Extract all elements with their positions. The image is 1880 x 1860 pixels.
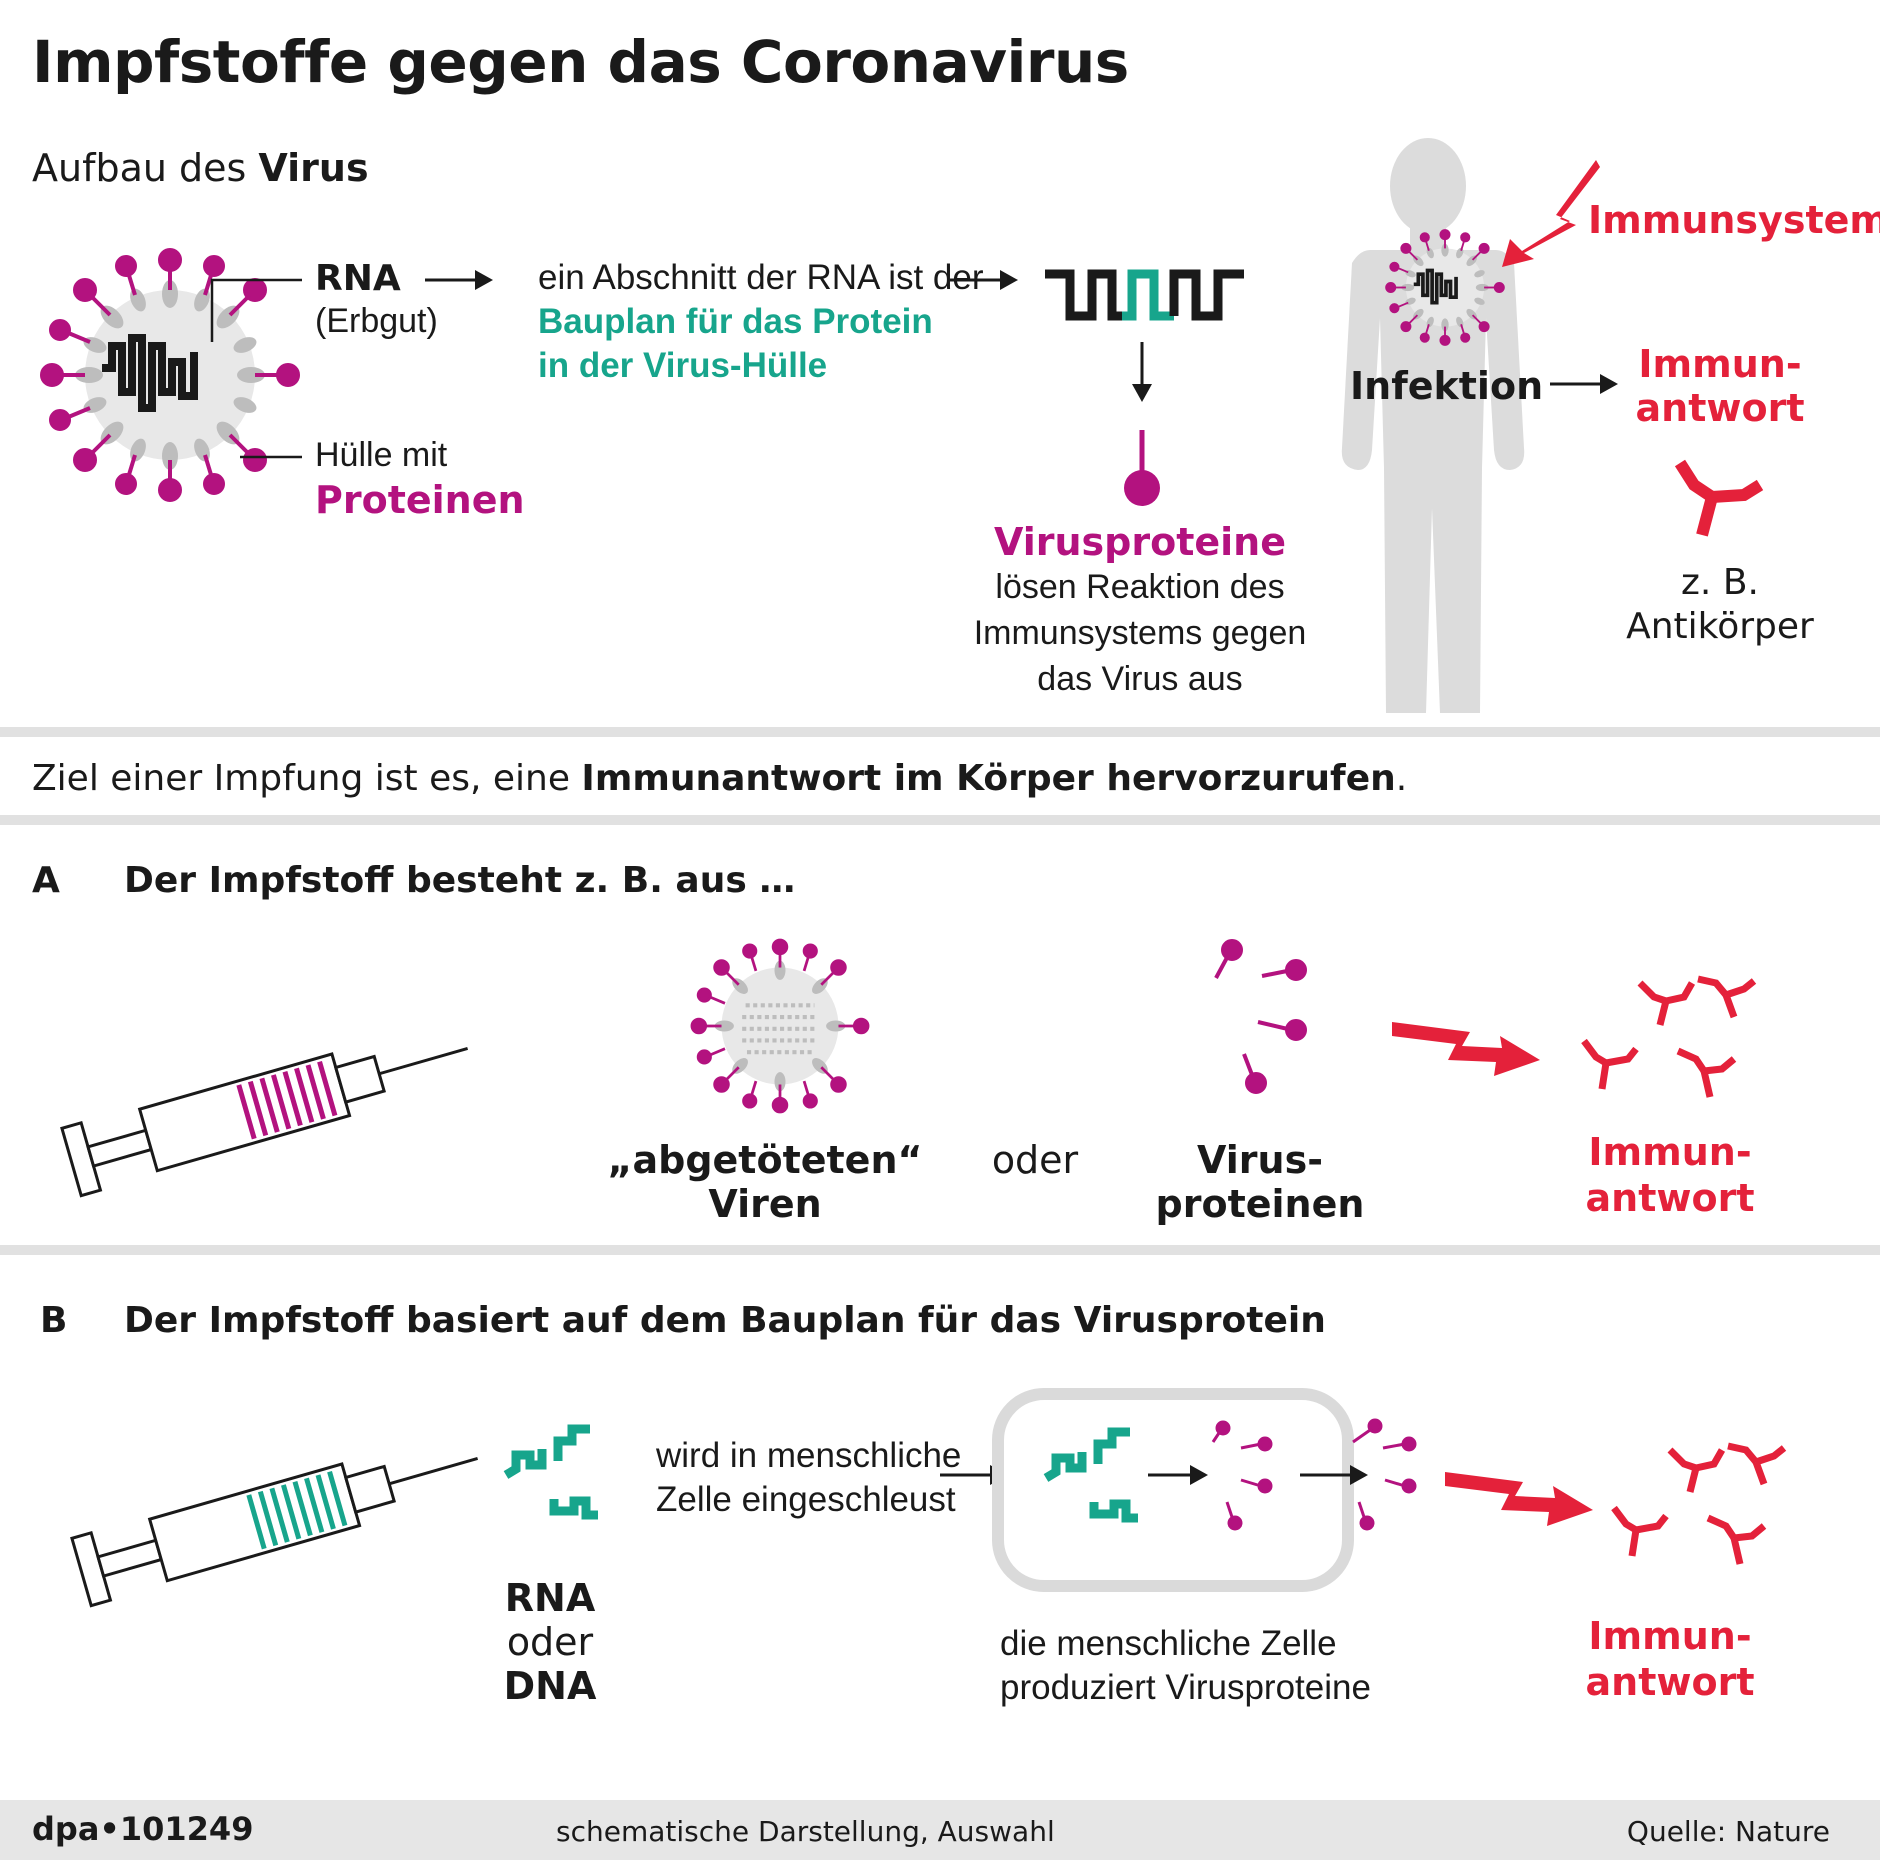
section-b-letter: B — [40, 1300, 68, 1341]
immune-reaction-arrow-icon — [1445, 1472, 1593, 1526]
reaktion-text-3: das Virus aus — [1037, 660, 1243, 698]
reaktion-text-1: lösen Reaktion des — [995, 568, 1285, 606]
goal-bold: Immunantwort im Körper hervorzurufen — [581, 758, 1396, 799]
produziert-text-1: die menschliche Zelle — [1000, 1624, 1337, 1663]
footer: dpa•101249 schematische Darstellung, Aus… — [0, 1800, 1880, 1860]
antibodies-icon — [1611, 1442, 1787, 1565]
immunantwort-label-2: antwort — [1635, 386, 1805, 430]
zelle-text-2: Zelle eingeschleust — [656, 1480, 956, 1519]
human-silhouette-icon — [1341, 138, 1525, 713]
infection-virus-icon — [1384, 228, 1506, 347]
divider — [0, 815, 1880, 825]
footer-note: schematische Darstellung, Auswahl — [556, 1815, 1055, 1848]
arrow-right-icon — [950, 270, 1018, 290]
virusproteine-label: Virusproteine — [993, 520, 1286, 564]
rna-fragments-icon — [503, 1424, 598, 1520]
abschnitt-text-2: Bauplan für das Protein — [538, 302, 933, 341]
section-a-heading: Der Impfstoff besteht z. B. aus … — [124, 860, 796, 901]
virus-proteins-label-2: proteinen — [1155, 1182, 1365, 1226]
huelle-bold-label: Proteinen — [315, 478, 525, 522]
rna-label: RNA — [315, 258, 401, 299]
coronavirus-illustration — [40, 248, 302, 502]
goal-statement: Ziel einer Impfung ist es, eine Immunant… — [32, 758, 1407, 799]
antibody-icon — [1674, 459, 1764, 537]
heading-prefix: Aufbau des — [32, 146, 259, 190]
rna-segment-icon — [1045, 269, 1244, 321]
rna-dna-label-2: oder — [506, 1620, 594, 1664]
inactivated-virus-label-2: Viren — [708, 1182, 822, 1226]
dpa-id: dpa•101249 — [32, 1810, 254, 1848]
inactivated-virus-icon — [690, 938, 870, 1114]
section-b-heading: Der Impfstoff basiert auf dem Bauplan fü… — [124, 1300, 1326, 1341]
abschnitt-text-1: ein Abschnitt der RNA ist der — [538, 258, 984, 297]
rna-dna-label-1: RNA — [504, 1576, 596, 1620]
syringe-icon — [70, 1456, 479, 1608]
zb-label: z. B. — [1681, 562, 1759, 603]
syringe-icon — [60, 1046, 469, 1198]
rna-sub-label: (Erbgut) — [315, 302, 438, 340]
infektion-label: Infektion — [1350, 364, 1544, 408]
huelle-label: Hülle mit — [315, 436, 448, 474]
abschnitt-text-3: in der Virus-Hülle — [538, 346, 828, 385]
rna-fragments-in-cell-icon — [1043, 1427, 1138, 1523]
footer-source: Quelle: Nature — [1626, 1815, 1830, 1848]
antikoerper-label: Antikörper — [1626, 606, 1814, 647]
immunsystem-label: Immunsystem — [1588, 198, 1880, 242]
heading-bold: Virus — [258, 146, 369, 190]
virus-structure-heading: Aufbau des Virus — [32, 146, 369, 190]
lightning-bolt-icon — [1502, 160, 1600, 267]
virus-protein-icon — [1124, 430, 1160, 506]
virus-proteins-label-1: Virus- — [1197, 1138, 1323, 1182]
oder-label: oder — [991, 1138, 1079, 1182]
immunantwort-label-1: Immun- — [1638, 342, 1802, 386]
inactivated-virus-label-1: „abgetöteten“ — [607, 1138, 923, 1182]
reaktion-text-2: Immunsystems gegen — [973, 614, 1307, 652]
arrow-right-icon — [425, 270, 493, 290]
produziert-text-2: produziert Virusproteine — [1000, 1668, 1371, 1707]
virus-proteins-in-cell-icon — [1211, 1420, 1273, 1531]
virus-proteins-icon — [1214, 939, 1307, 1094]
immunantwort-b-label-2: antwort — [1585, 1660, 1755, 1704]
arrow-down-icon — [1132, 342, 1152, 402]
goal-prefix: Ziel einer Impfung ist es, eine — [32, 758, 582, 799]
immunantwort-a-label-2: antwort — [1585, 1176, 1755, 1220]
section-a-letter: A — [32, 860, 60, 901]
divider — [0, 1245, 1880, 1255]
antibodies-icon — [1581, 975, 1757, 1098]
immune-reaction-arrow-icon — [1392, 1022, 1540, 1076]
immunantwort-a-label-1: Immun- — [1588, 1130, 1752, 1174]
human-cell-icon — [992, 1388, 1354, 1592]
page-title: Impfstoffe gegen das Coronavirus — [32, 28, 1129, 96]
divider — [0, 727, 1880, 737]
immunantwort-b-label-1: Immun- — [1588, 1614, 1752, 1658]
zelle-text-1: wird in menschliche — [656, 1436, 962, 1475]
released-virus-proteins-icon — [1352, 1418, 1417, 1531]
arrow-right-icon — [1300, 1465, 1368, 1485]
arrow-right-icon — [1550, 374, 1618, 394]
rna-dna-label-3: DNA — [503, 1664, 597, 1708]
arrow-right-icon — [1148, 1465, 1208, 1485]
goal-suffix: . — [1395, 758, 1408, 799]
